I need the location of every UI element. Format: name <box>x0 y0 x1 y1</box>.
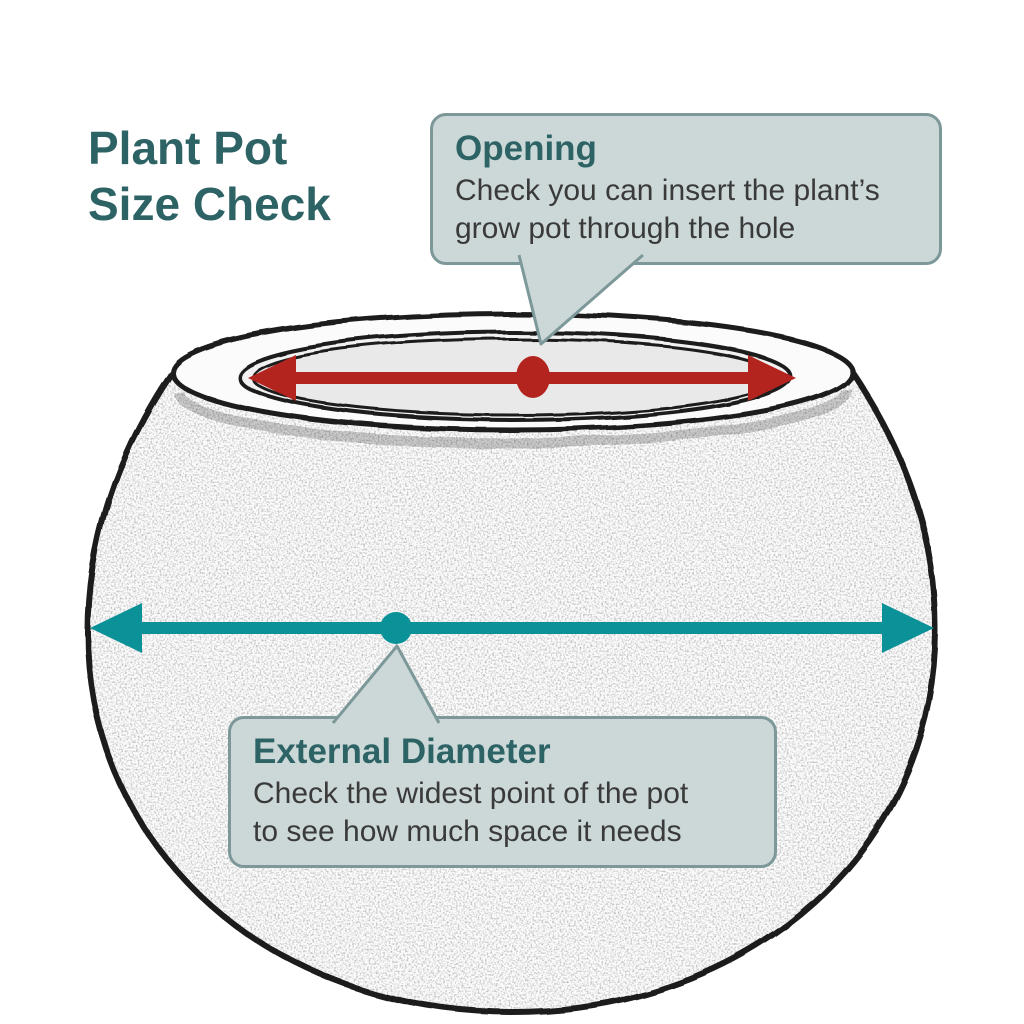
pot-texture <box>88 372 936 1012</box>
callout-external-diameter-body-line2: to see how much space it needs <box>253 814 682 848</box>
opening-arrowhead-left <box>248 355 296 401</box>
diameter-marker-dot <box>380 612 412 644</box>
page-title-line2: Size Check <box>88 178 331 231</box>
page-title-line1: Plant Pot <box>88 122 288 174</box>
callout-opening-body-line1: Check you can insert the plant’s <box>455 174 880 208</box>
page-title: Plant Pot Size Check <box>88 120 331 232</box>
diameter-arrowhead-left <box>90 603 142 653</box>
opening-arrowhead-right <box>748 355 796 401</box>
callout-external-diameter: External Diameter Check the widest point… <box>228 716 777 869</box>
callout-opening: Opening Check you can insert the plant’s… <box>430 113 942 266</box>
diameter-arrowhead-right <box>882 603 934 653</box>
callout-opening-body-line2: grow pot through the hole <box>455 211 796 245</box>
callout-opening-heading: Opening <box>455 129 597 168</box>
callout-external-diameter-body-line1: Check the widest point of the pot <box>253 777 689 811</box>
callout-external-diameter-heading: External Diameter <box>253 732 551 771</box>
opening-marker-dot <box>516 356 550 398</box>
external-diameter-arrow <box>90 603 934 653</box>
opening-arrow <box>248 355 796 401</box>
